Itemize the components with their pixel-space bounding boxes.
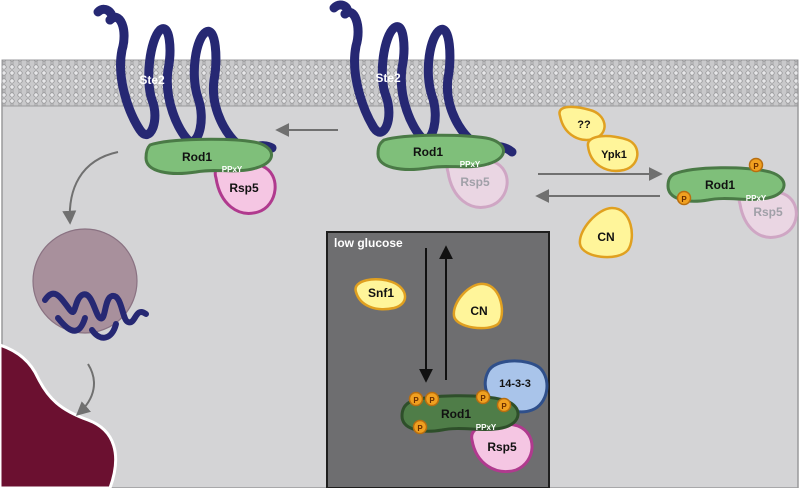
kinase-group-top: ?? Ypk1 xyxy=(558,105,639,173)
ste2-label-right: Ste2 xyxy=(375,71,401,85)
internalized-receptor-loops xyxy=(55,315,119,341)
rod1-far-right xyxy=(666,166,786,203)
arrow-to-vacuole xyxy=(75,363,95,416)
phospho-box-4-label: P xyxy=(501,402,507,411)
phospho-label-b: P xyxy=(681,195,687,204)
ste2-label-left: Ste2 xyxy=(139,73,165,87)
phospho-box-5 xyxy=(412,419,428,435)
rsp5-label-far-right: Rsp5 xyxy=(753,205,783,219)
phospho-box-2 xyxy=(424,391,440,407)
phospho-rod1-right: Rsp5 Rod1 PPxY P P xyxy=(666,157,798,239)
rsp5-label-right: Rsp5 xyxy=(460,175,490,189)
receptor-ste2-right: Ste2 xyxy=(329,0,517,157)
cn-in-box xyxy=(452,282,504,330)
unknown-kinase-label: ?? xyxy=(577,119,591,131)
rod1-rsp5-complex-left: Rsp5 Rod1 PPxY xyxy=(144,137,277,215)
cn-right xyxy=(578,206,634,259)
ppxy-label-right: PPxY xyxy=(460,160,481,169)
cn-in-box-label: CN xyxy=(470,304,487,318)
protein-14-3-3-label: 14-3-3 xyxy=(499,378,531,390)
ppxy-label-far-right: PPxY xyxy=(746,194,767,203)
phospho-box-1 xyxy=(408,391,424,407)
ypk1 xyxy=(586,134,639,173)
ppxy-in-box-label: PPxY xyxy=(476,423,497,432)
receptor-ste2-left: Ste2 xyxy=(93,4,277,153)
endosome xyxy=(32,228,138,334)
vacuole xyxy=(0,343,118,488)
ppxy-label-left: PPxY xyxy=(222,165,243,174)
phospho-box-3 xyxy=(475,389,491,405)
rod1-rsp5-complex-right: Rsp5 Rod1 PPxY xyxy=(376,133,509,209)
rod1-label-right: Rod1 xyxy=(413,145,443,159)
phospho-far-right-top xyxy=(748,157,764,173)
internalized-receptor-ste2 xyxy=(42,290,149,326)
unknown-kinase xyxy=(558,105,606,142)
rod1-label-far-right: Rod1 xyxy=(705,178,735,192)
cn-right-label: CN xyxy=(597,230,614,244)
phospho-box-2-label: P xyxy=(429,396,435,405)
snf1 xyxy=(354,278,407,311)
phospho-box-5-label: P xyxy=(417,424,423,433)
rod1-left xyxy=(144,137,273,175)
phospho-label-a: P xyxy=(753,162,759,171)
arrow-endocytosis xyxy=(62,151,119,225)
snf1-label: Snf1 xyxy=(368,286,394,300)
rod1-label-left: Rod1 xyxy=(182,150,212,164)
rsp5-in-box-label: Rsp5 xyxy=(487,440,517,454)
rod1-in-box-label: Rod1 xyxy=(441,407,471,421)
rod1-right xyxy=(376,133,505,171)
rsp5-label-left: Rsp5 xyxy=(229,181,259,195)
phospho-groups-in-box: P P P P P xyxy=(408,389,512,435)
low-glucose-label: low glucose xyxy=(334,236,403,250)
phospho-box-1-label: P xyxy=(413,396,419,405)
ypk1-label: Ypk1 xyxy=(601,149,627,161)
phospho-box-3-label: P xyxy=(480,394,486,403)
phospho-box-4 xyxy=(496,397,512,413)
phospho-far-right-bottom xyxy=(676,190,692,206)
